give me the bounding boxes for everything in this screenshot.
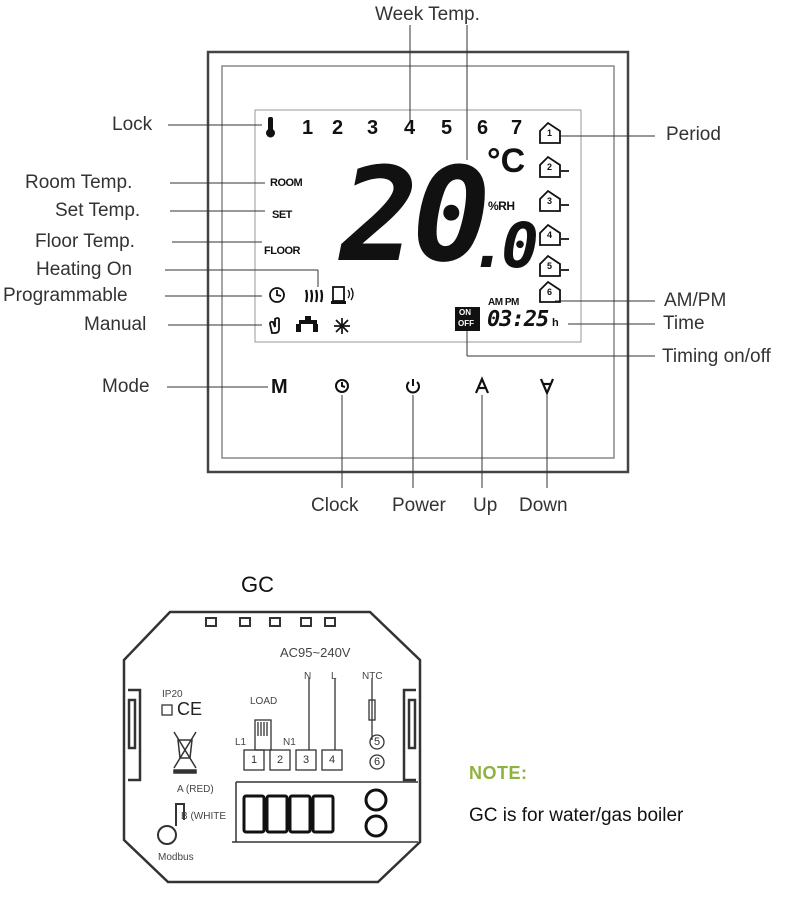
clock-button[interactable] bbox=[330, 374, 354, 398]
gc-ip: IP20 bbox=[162, 689, 183, 700]
gc-terminal-2: 2 bbox=[276, 754, 284, 766]
gc-modbus: Modbus bbox=[158, 852, 194, 863]
gc-terminal-1: 1 bbox=[250, 754, 258, 766]
note-text: GC is for water/gas boiler bbox=[469, 805, 684, 826]
gc-l: L bbox=[331, 671, 337, 682]
label-up: Up bbox=[473, 495, 498, 516]
label-mode: Mode bbox=[102, 376, 150, 397]
gc-ce: CE bbox=[177, 699, 203, 719]
label-down: Down bbox=[519, 495, 568, 516]
label-time: Time bbox=[663, 313, 705, 334]
thermometer-icon bbox=[266, 117, 275, 138]
label-week-temp: Week Temp. bbox=[375, 4, 480, 25]
power-button[interactable] bbox=[401, 374, 425, 398]
gc-load: LOAD bbox=[250, 696, 278, 707]
gc-l1: L1 bbox=[235, 737, 247, 748]
gc-terminal-4: 4 bbox=[328, 754, 336, 766]
gc-terminal-3: 3 bbox=[302, 754, 310, 766]
day-1: 1 bbox=[302, 117, 314, 139]
label-room-temp: Room Temp. bbox=[25, 172, 133, 193]
lcd-screen bbox=[254, 109, 582, 343]
period-6: 6 bbox=[547, 287, 553, 297]
label-manual: Manual bbox=[84, 314, 147, 335]
lcd-on: ON bbox=[459, 308, 471, 317]
label-power: Power bbox=[392, 495, 446, 516]
lcd-off: OFF bbox=[458, 319, 474, 328]
lcd-room: ROOM bbox=[270, 177, 303, 189]
gc-ntc: NTC bbox=[362, 671, 383, 682]
lcd-time-suffix: h bbox=[552, 317, 559, 329]
on-off-box bbox=[455, 307, 480, 331]
snowflake-icon bbox=[334, 318, 350, 334]
period-1: 1 bbox=[547, 128, 553, 138]
day-5: 5 bbox=[441, 117, 453, 139]
period-4: 4 bbox=[547, 230, 553, 240]
gc-terminal-6: 6 bbox=[373, 756, 381, 768]
up-button-icon bbox=[474, 376, 490, 394]
heating-on-icon bbox=[304, 289, 324, 303]
lcd-time: 03:25 bbox=[487, 307, 549, 332]
remote-control-icon bbox=[331, 286, 354, 304]
gc-a-red: A (RED) bbox=[177, 784, 214, 795]
period-icons bbox=[539, 121, 569, 303]
mode-button[interactable]: M bbox=[271, 376, 288, 398]
period-3: 3 bbox=[547, 196, 553, 206]
lcd-unit: °C bbox=[487, 142, 526, 180]
note-title: NOTE: bbox=[469, 763, 528, 783]
valve-icon bbox=[296, 316, 318, 332]
gc-terminals bbox=[161, 678, 385, 771]
label-ampm: AM/PM bbox=[664, 290, 727, 311]
gc-top-tabs bbox=[205, 617, 336, 627]
down-button-icon bbox=[539, 378, 555, 396]
lcd-humidity: %RH bbox=[488, 199, 515, 213]
lcd-set: SET bbox=[272, 209, 292, 221]
day-2: 2 bbox=[332, 117, 344, 139]
clock-icon bbox=[269, 287, 285, 303]
label-lock: Lock bbox=[112, 114, 153, 135]
label-timing: Timing on/off bbox=[662, 346, 771, 367]
modbus-connector-icon bbox=[157, 803, 185, 845]
thermostat-inner-frame bbox=[221, 65, 615, 459]
weee-bin-icon bbox=[173, 731, 197, 774]
hand-icon bbox=[269, 317, 280, 334]
day-3: 3 bbox=[367, 117, 379, 139]
day-7: 7 bbox=[511, 117, 523, 139]
lcd-temp-decimal: .0 bbox=[470, 209, 539, 282]
label-floor-temp: Floor Temp. bbox=[35, 231, 135, 252]
clock-button-icon bbox=[335, 379, 349, 393]
gc-title: GC bbox=[241, 572, 274, 597]
lcd-floor: FLOOR bbox=[264, 245, 301, 257]
gc-n1: N1 bbox=[283, 737, 296, 748]
gc-b-white: B (WHITE bbox=[181, 811, 226, 822]
gc-terminal-5: 5 bbox=[373, 736, 381, 748]
lcd-temp-main: 20 bbox=[340, 139, 491, 291]
label-set-temp: Set Temp. bbox=[55, 200, 141, 221]
gc-voltage: AC95~240V bbox=[280, 645, 351, 660]
up-button[interactable] bbox=[470, 374, 494, 398]
gc-connector-block bbox=[242, 788, 388, 838]
day-4: 4 bbox=[404, 117, 416, 139]
period-5: 5 bbox=[547, 261, 553, 271]
power-button-icon bbox=[406, 379, 420, 394]
label-programmable: Programmable bbox=[3, 285, 128, 306]
label-period: Period bbox=[666, 124, 721, 145]
lcd-ampm: AM PM bbox=[488, 297, 519, 308]
thermostat-outer-frame bbox=[206, 50, 630, 474]
gc-backplate bbox=[122, 610, 422, 884]
period-2: 2 bbox=[547, 162, 553, 172]
day-6: 6 bbox=[477, 117, 489, 139]
gc-n: N bbox=[304, 671, 312, 682]
down-button[interactable] bbox=[535, 374, 559, 398]
label-clock: Clock bbox=[311, 495, 359, 516]
label-heating-on: Heating On bbox=[36, 259, 133, 280]
